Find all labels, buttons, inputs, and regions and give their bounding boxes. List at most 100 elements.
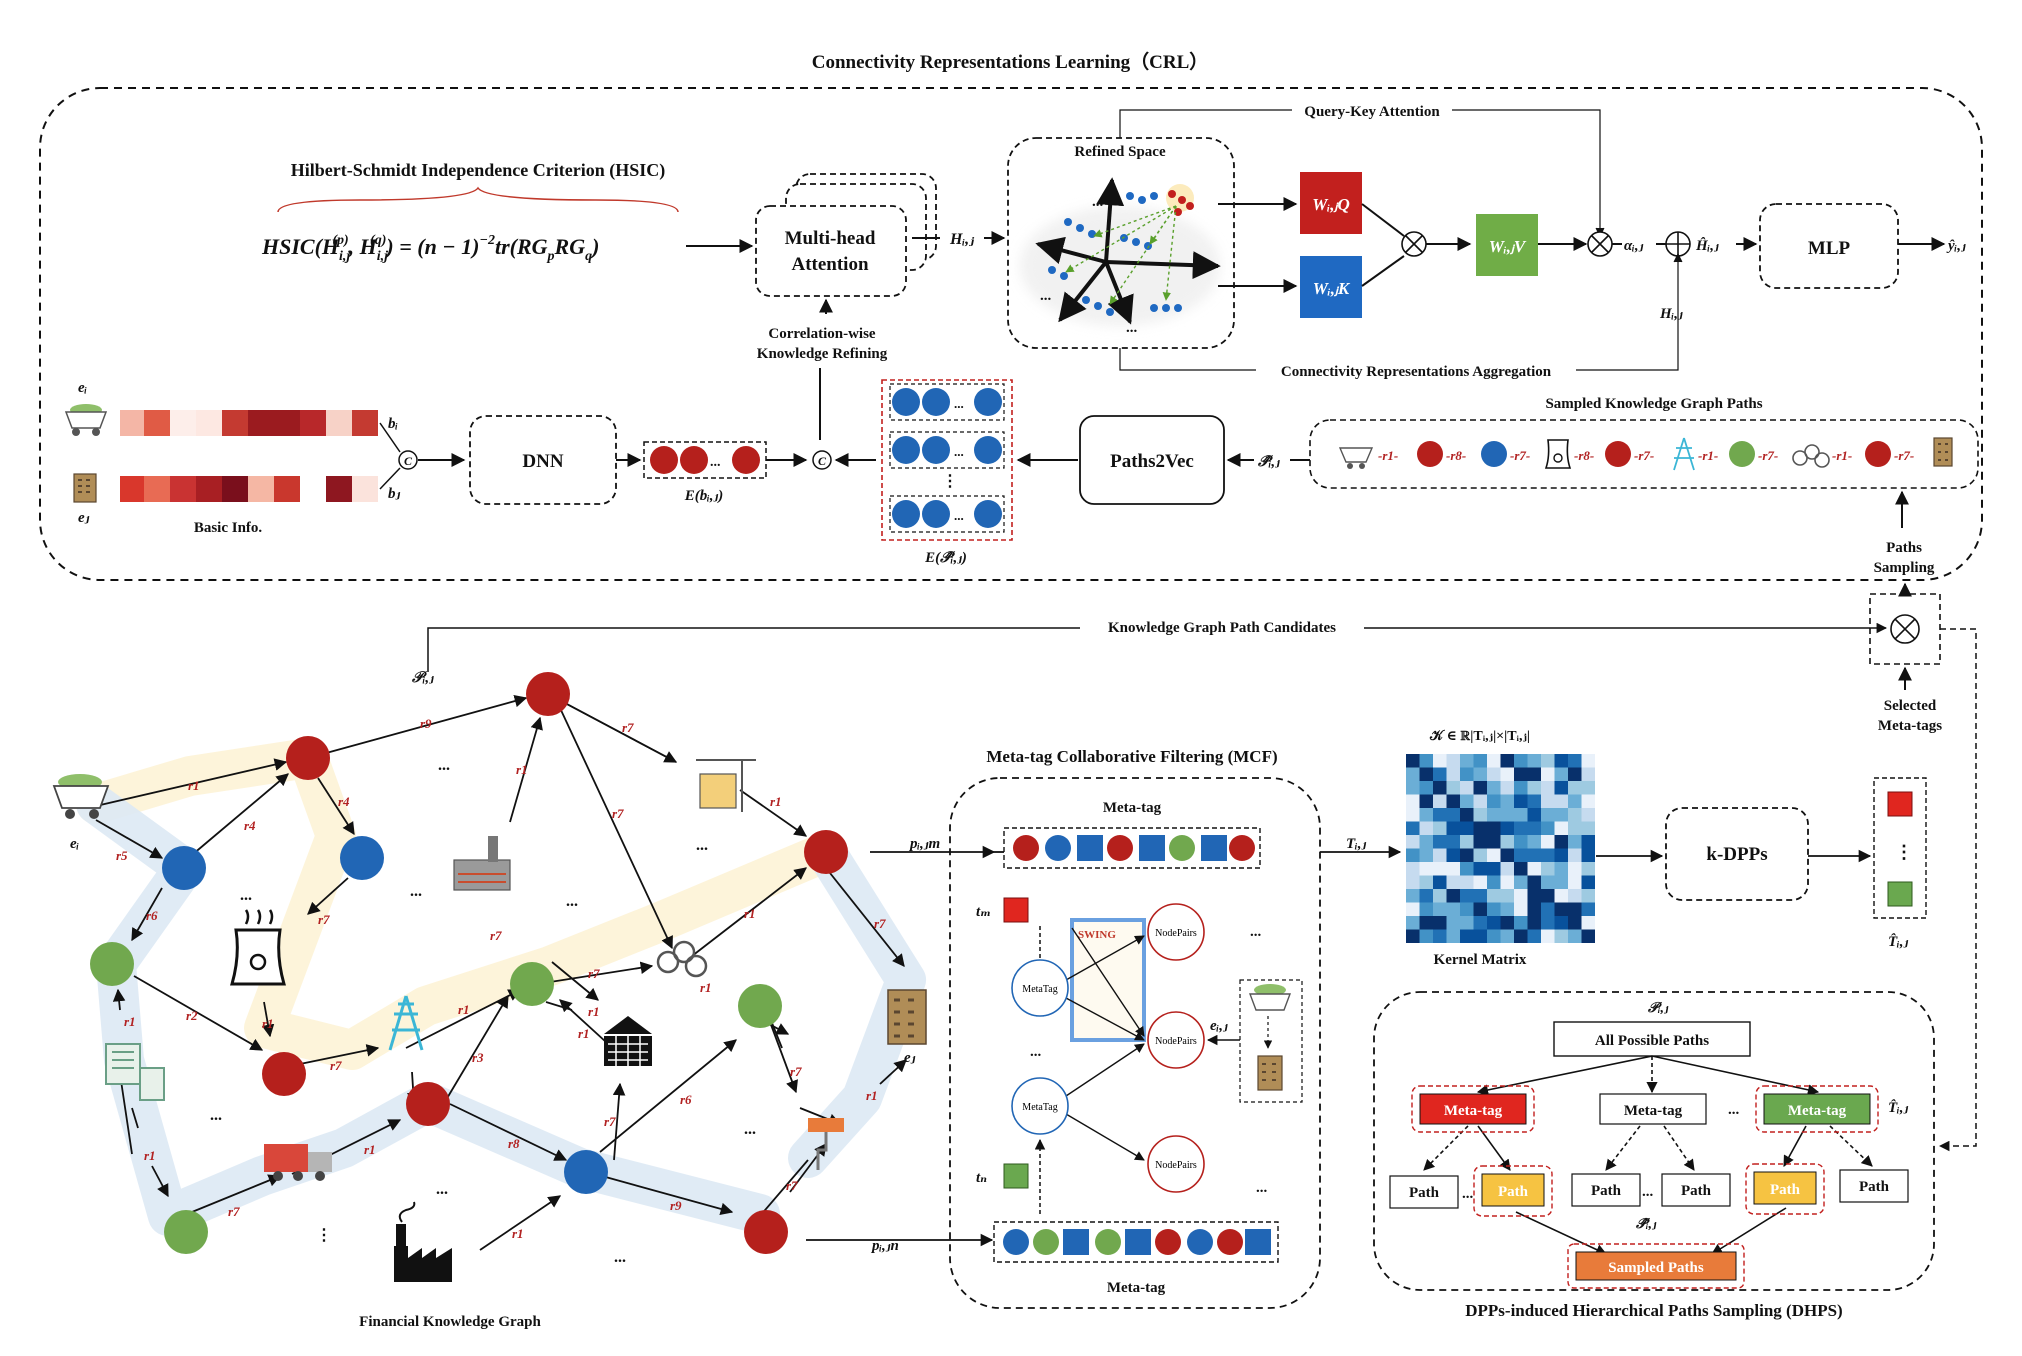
kernel-cell [1406, 916, 1420, 930]
kernel-cell [1433, 889, 1447, 903]
svg-text:r7: r7 [874, 916, 886, 931]
tn-label: tₙ [976, 1170, 987, 1186]
kernel-cell [1406, 875, 1420, 889]
all-paths-label: All Possible Paths [1595, 1033, 1709, 1049]
kernel-cell [1500, 754, 1514, 768]
kg-power-plant-icon [230, 909, 286, 986]
aggregation-label: Connectivity Representations Aggregation [1281, 364, 1552, 380]
svg-text:r1: r1 [364, 1142, 376, 1157]
svg-text:r7: r7 [228, 1204, 240, 1219]
path-node-red-2 [1605, 441, 1631, 467]
tm-cube [1003, 897, 1029, 923]
kernel-cell [1473, 916, 1487, 930]
kernel-cell [1460, 848, 1474, 862]
kernel-cell [1554, 902, 1568, 916]
H-hat-label: Ĥᵢ,ⱼ [1695, 237, 1719, 254]
kernel-cell [1541, 781, 1555, 795]
mlp-label: MLP [1808, 238, 1851, 259]
sampled-paths-result-box [1575, 1251, 1737, 1281]
hsic-title: Hilbert-Schmidt Independence Criterion (… [291, 160, 665, 181]
selected-label-1: Selected [1884, 698, 1937, 714]
kernel-cell [1419, 835, 1433, 849]
svg-text:r1: r1 [516, 762, 528, 777]
kg-relation-labels: r1 r4 r4 r5 r6 r9 r7 r7 r1 r1 r7 r1 r7 r… [116, 716, 886, 1241]
candidate-multiply-cross [1894, 618, 1916, 640]
EP-label: E(𝒫̂ᵢ,ⱼ) [924, 550, 967, 566]
kdpps-box [1665, 807, 1809, 901]
nodepairs-1 [1147, 903, 1205, 961]
kg-factory-icon [453, 836, 511, 891]
kernel-cell [1473, 781, 1487, 795]
kernel-cell [1500, 929, 1514, 943]
mcf-ellipsis-3: ... [1256, 1180, 1268, 1196]
kernel-cell [1487, 781, 1501, 795]
kernel-cell [1446, 875, 1460, 889]
mha-box [755, 205, 907, 297]
kernel-cell [1433, 929, 1447, 943]
kernel-cell [1460, 835, 1474, 849]
y-hat-label: ŷᵢ,ⱼ [1946, 238, 1966, 254]
dhps-region [1373, 991, 1935, 1291]
kernel-cell [1541, 835, 1555, 849]
svg-text:r7: r7 [490, 928, 502, 943]
ep-embedding-rows [889, 383, 1005, 533]
kernel-cell [1433, 821, 1447, 835]
svg-text:r7: r7 [588, 966, 600, 981]
kernel-cell [1581, 808, 1595, 822]
kernel-cell [1433, 875, 1447, 889]
nodepairs-2 [1147, 1011, 1205, 1069]
candidate-to-dhps-line [1938, 628, 1977, 1152]
mcf-ellipsis-2: ... [1030, 1044, 1042, 1060]
svg-text:r7: r7 [604, 1114, 616, 1129]
sampled-path-chain: -r1- -r8- -r7- -r8- -r7- -r1- -r7- -r1- … [1338, 437, 1953, 471]
concat-2-icon [812, 450, 832, 470]
kernel-cell [1500, 875, 1514, 889]
path-r7-c: -r7- [1758, 448, 1778, 463]
kernel-cell [1541, 821, 1555, 835]
kernel-cell [1514, 875, 1528, 889]
kernel-cell [1581, 794, 1595, 808]
kernel-cell [1568, 754, 1582, 768]
refined-space-axes [1035, 177, 1221, 325]
wq-to-mult [1361, 203, 1405, 237]
eij-building-icon [1257, 1055, 1283, 1091]
kernel-cell [1419, 889, 1433, 903]
kernel-cell [1460, 754, 1474, 768]
sampled-paths-title: Sampled Knowledge Graph Paths [1545, 396, 1762, 412]
P-hat-label: 𝒫̂ᵢ,ⱼ [1257, 454, 1280, 470]
kernel-cell [1527, 902, 1541, 916]
svg-text:r1: r1 [700, 980, 712, 995]
meta-tag-top-label: Meta-tag [1103, 800, 1162, 816]
kernel-cell [1554, 767, 1568, 781]
selected-green-cube [1887, 881, 1913, 907]
kg-recycle-icon [105, 1043, 165, 1101]
kernel-cell [1554, 781, 1568, 795]
kernel-cell [1473, 821, 1487, 835]
mlp-box [1759, 203, 1899, 289]
svg-text:r1: r1 [124, 1014, 136, 1029]
kernel-cell [1446, 902, 1460, 916]
kg-truck-icon [264, 1144, 332, 1181]
kg-warehouse-icon [604, 1016, 652, 1066]
svg-text:r7: r7 [318, 912, 330, 927]
kernel-cell [1460, 916, 1474, 930]
kernel-cell [1487, 889, 1501, 903]
kernel-cell [1541, 916, 1555, 930]
refined-space-attention-arrows [1065, 205, 1177, 305]
kernel-cell [1406, 862, 1420, 876]
kernel-cell [1446, 835, 1460, 849]
kernel-cell [1446, 754, 1460, 768]
eb-node-1 [650, 446, 678, 474]
kernel-cell [1473, 767, 1487, 781]
kg-tower-icon [388, 995, 424, 1051]
kernel-cell [1514, 916, 1528, 930]
paths-sampling-label-1: Paths [1886, 540, 1922, 556]
tm-label: tₘ [976, 904, 991, 920]
kernel-cell [1419, 767, 1433, 781]
kernel-cell [1419, 848, 1433, 862]
wk-to-mult [1361, 255, 1405, 287]
path-r8-a: -r8- [1446, 448, 1466, 463]
kernel-cell [1433, 808, 1447, 822]
mha-label-1: Multi-head [785, 228, 876, 249]
